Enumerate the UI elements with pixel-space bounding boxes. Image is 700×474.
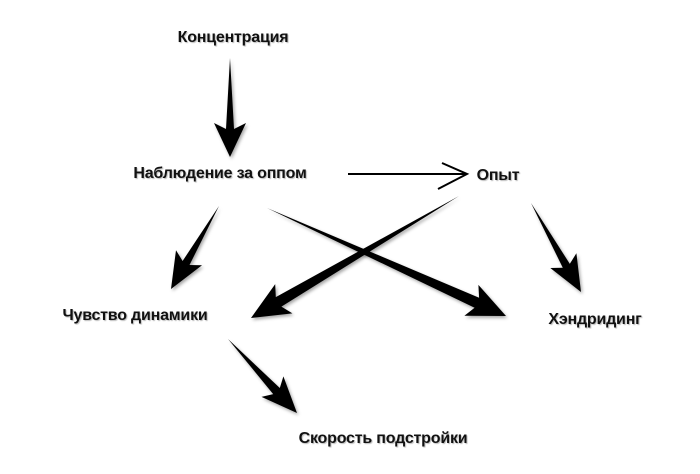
arrow-observation-to-dynamics — [171, 206, 219, 289]
arrow-observation-to-experience — [348, 162, 470, 190]
node-concentration: Концентрация — [177, 29, 289, 46]
arrow-observation-to-handreading — [267, 208, 506, 316]
arrow-experience-to-handreading — [531, 203, 581, 292]
node-experience: Опыт — [476, 167, 520, 184]
node-adjustment: Скорость подстройки — [298, 430, 468, 447]
node-observation: Наблюдение за оппом — [133, 165, 307, 182]
arrow-dynamics-to-adjustment — [228, 339, 297, 413]
arrow-experience-to-dynamics — [251, 196, 459, 318]
node-dynamics: Чувство динамики — [62, 307, 208, 324]
arrow-concentration-to-observation — [214, 58, 246, 157]
node-handreading: Хэндридинг — [548, 311, 642, 328]
